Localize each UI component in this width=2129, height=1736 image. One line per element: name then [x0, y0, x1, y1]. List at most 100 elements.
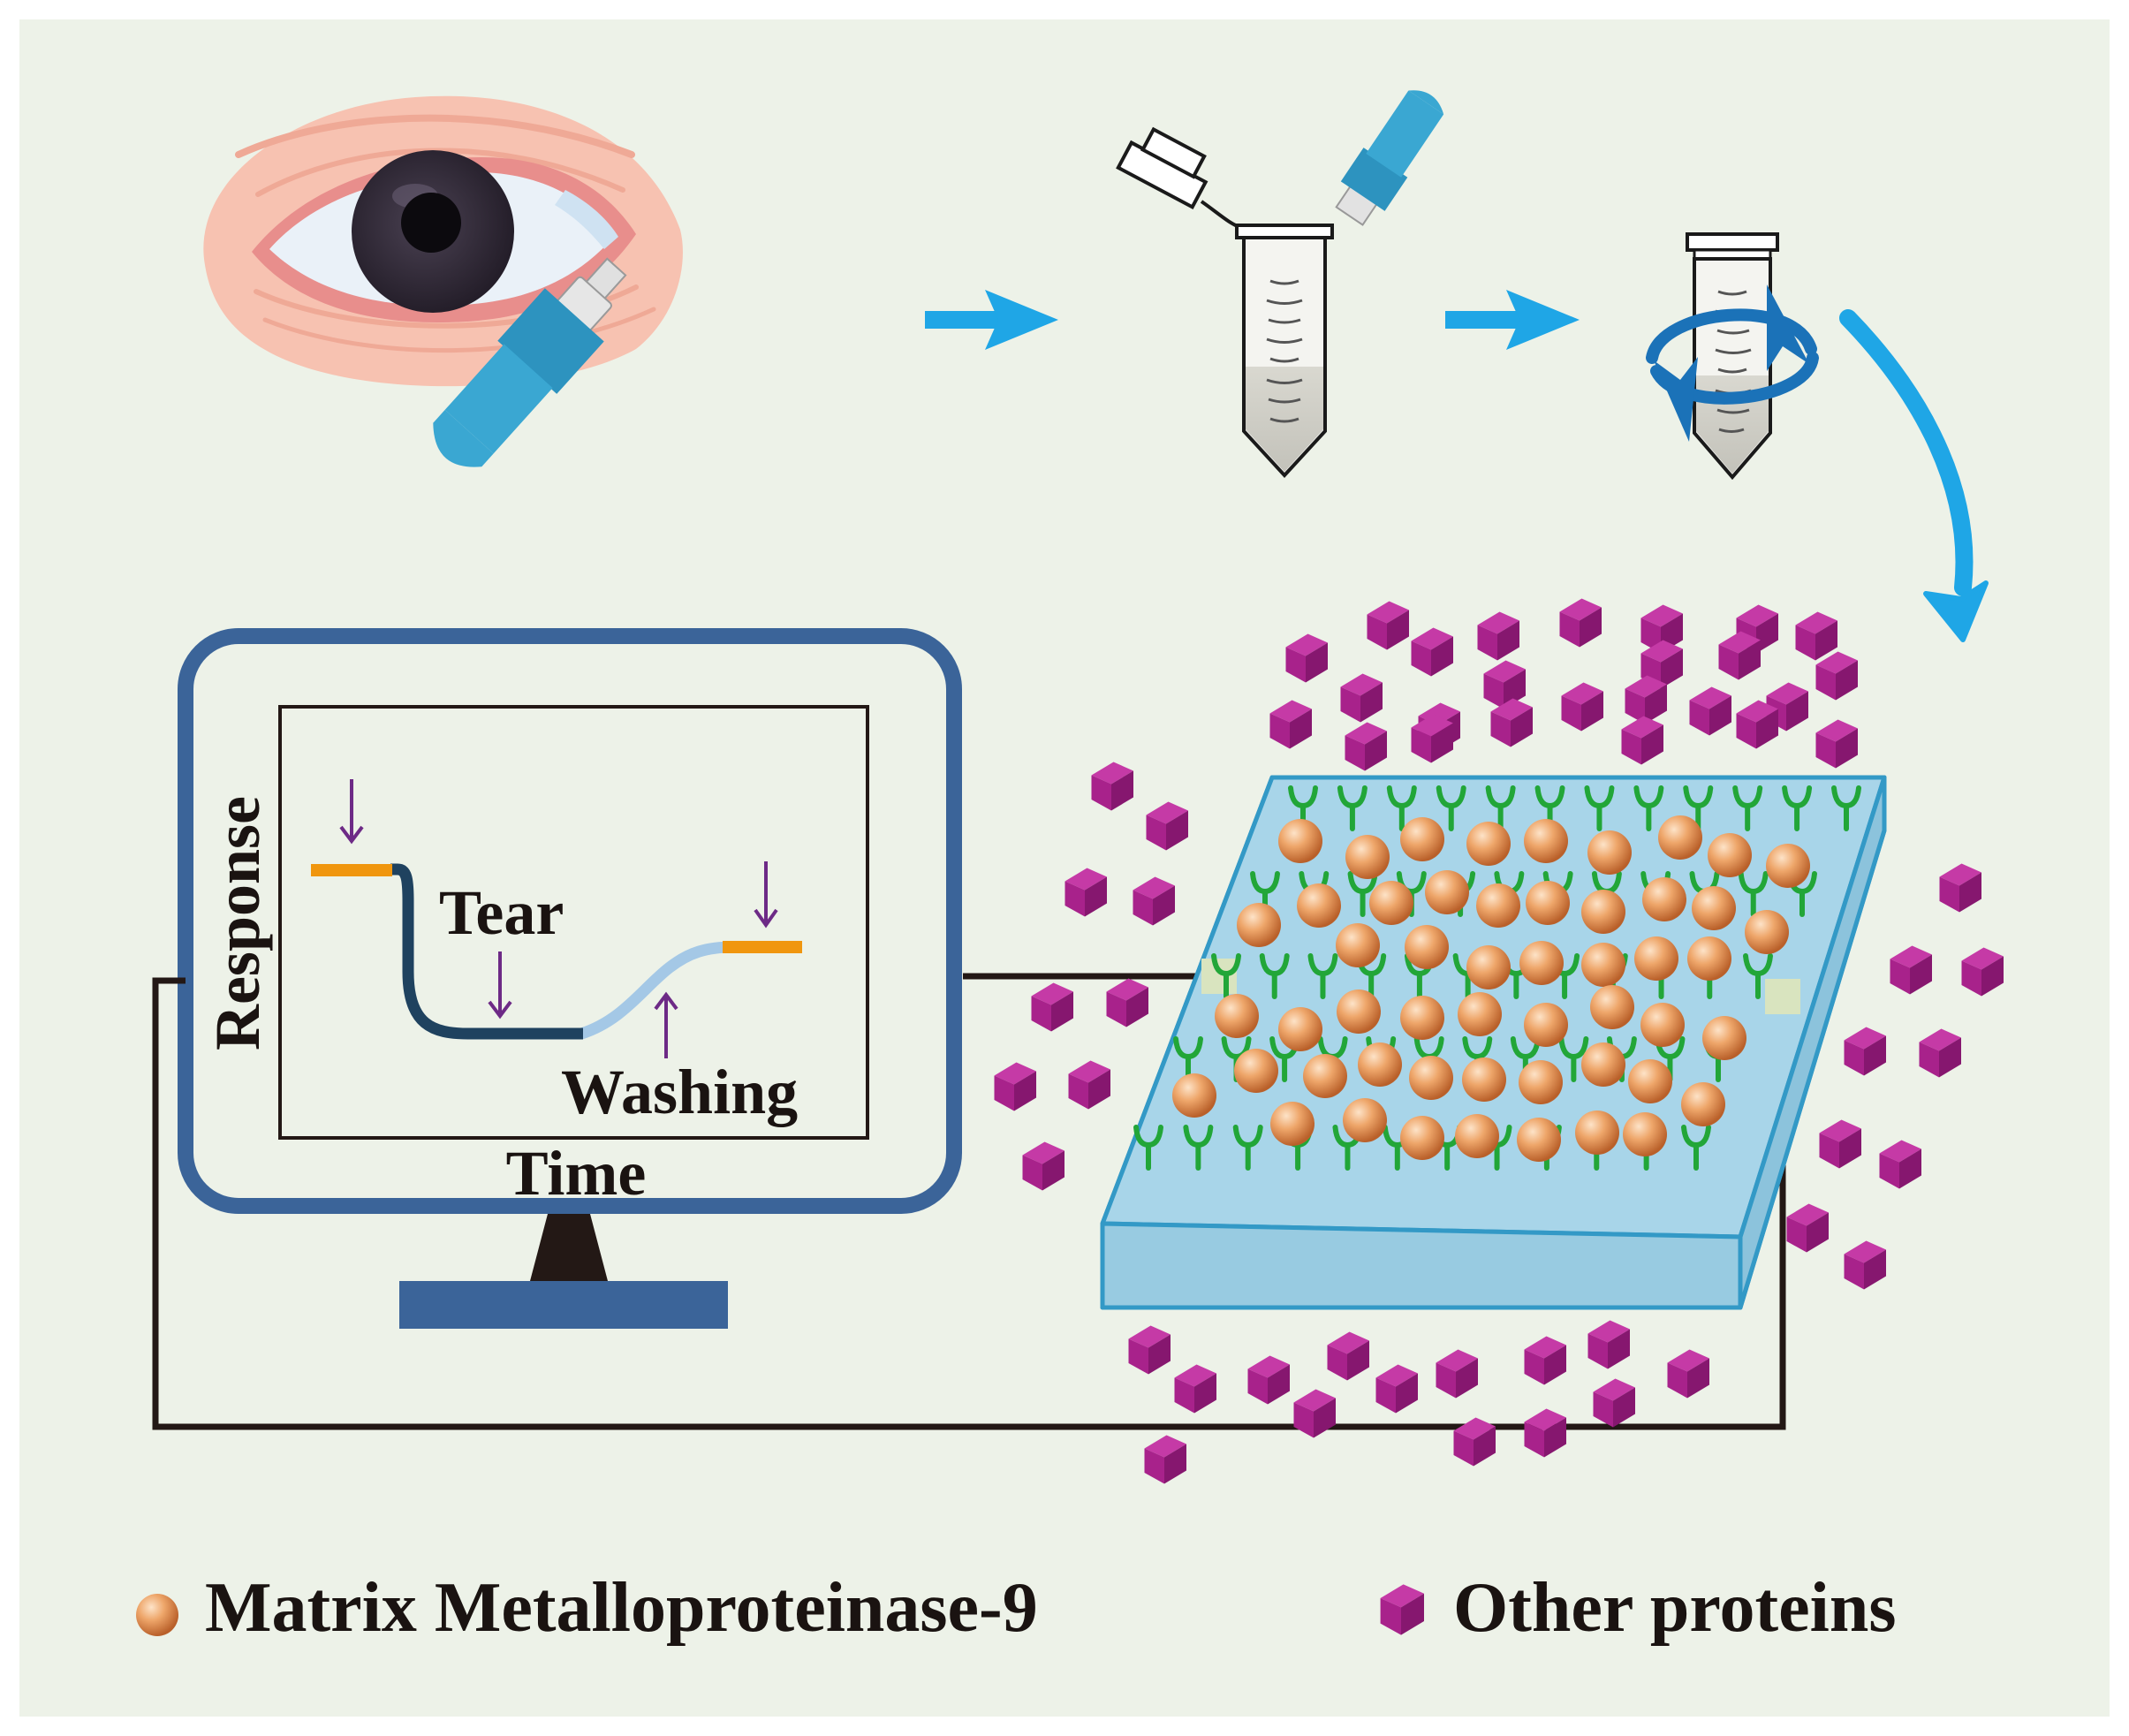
antibody-mark [1347, 871, 1378, 917]
protein-cube [1367, 601, 1409, 650]
baseline-end [723, 941, 802, 953]
antibody-mark [1743, 953, 1773, 999]
antibody-mark [1386, 785, 1417, 831]
antibody-mark [1633, 785, 1664, 831]
protein-cube [1559, 598, 1602, 648]
mmp9-particle [1369, 881, 1413, 925]
mmp9-particle [1526, 881, 1570, 925]
mmp9-particle [1692, 886, 1736, 930]
mmp9-particle [1524, 819, 1568, 863]
mmp9-particle [1270, 1102, 1315, 1146]
mmp9-particle [1455, 1114, 1499, 1158]
antibody-mark [1259, 953, 1290, 999]
protein-cube [1718, 631, 1761, 680]
mmp9-particle [1303, 1054, 1347, 1098]
protein-cube [1411, 714, 1453, 763]
mmp9-particle [1278, 1007, 1322, 1051]
protein-cube [1819, 1119, 1861, 1169]
protein-cube [1795, 611, 1837, 661]
antibody-mark [1183, 1125, 1214, 1171]
protein-cube [1961, 947, 2004, 997]
mmp9-particle [1297, 883, 1341, 928]
legend-mmp9-icon [136, 1594, 178, 1636]
protein-cube [1022, 1141, 1064, 1191]
protein-cube [1524, 1408, 1566, 1458]
mmp9-particle [1458, 992, 1502, 1036]
protein-cube [1483, 660, 1526, 709]
mmp9-particle [1476, 883, 1520, 928]
protein-cube [1625, 675, 1667, 724]
curved-flow-arrow [1839, 309, 1989, 642]
antibody-mark [1337, 785, 1368, 831]
mmp9-particle [1623, 1112, 1667, 1156]
mmp9-particle [1581, 1042, 1625, 1087]
protein-cube [1667, 1349, 1709, 1399]
protein-cube [1345, 722, 1387, 771]
antibody-mark [1738, 871, 1769, 917]
protein-cube [1640, 604, 1683, 654]
mmp9-particle [1400, 1116, 1444, 1160]
circuit-wire [152, 973, 1786, 1430]
protein-cube [1477, 611, 1519, 661]
protein-cube [1031, 982, 1073, 1032]
protein-cube [1786, 1203, 1829, 1253]
protein-cube [1436, 1349, 1478, 1399]
protein-cube [1293, 1389, 1336, 1438]
collection-swab-icon [433, 257, 627, 467]
protein-cube [1815, 651, 1858, 701]
protein-cube [1091, 762, 1133, 811]
washing-label: Washing [561, 1057, 798, 1127]
graph-y-axis-label: Response [202, 796, 273, 1050]
protein-cube [1919, 1028, 1961, 1078]
mmp9-particle [1234, 1049, 1278, 1093]
protein-cube [1490, 698, 1533, 747]
protein-cube [1736, 700, 1778, 749]
protein-cube [1247, 1355, 1290, 1405]
mmp9-particle [1519, 1060, 1563, 1104]
mmp9-particle [1358, 1042, 1402, 1087]
antibody-mark [1436, 785, 1466, 831]
baseline-start [311, 864, 392, 876]
protein-cube [1561, 682, 1603, 732]
protein-cube [1285, 633, 1328, 683]
protein-cube [1621, 716, 1663, 765]
electrode-pad-left [1201, 959, 1237, 994]
mmp9-particle [1517, 1118, 1561, 1162]
mmp9-particle [1702, 1016, 1746, 1060]
mmp9-particle [1405, 925, 1449, 969]
spinning-centrifuge-tube-icon [1646, 232, 1819, 481]
mmp9-particle [1278, 819, 1322, 863]
flow-arrow-1 [925, 290, 1058, 350]
other-proteins-layer [994, 598, 2004, 1484]
mmp9-particle [1640, 1003, 1685, 1047]
protein-cube [1133, 876, 1175, 926]
mmp9-particle [1634, 936, 1678, 981]
protein-cube [1453, 1417, 1496, 1467]
mmp9-particle [1524, 1003, 1568, 1047]
legend-mmp9-label: Matrix Metalloproteinase-9 [205, 1569, 1038, 1647]
protein-cube [1411, 627, 1453, 677]
mmp9-particle [1587, 830, 1632, 875]
protein-cube [1689, 686, 1731, 736]
protein-cube [1375, 1364, 1418, 1414]
flow-arrow-2 [1445, 290, 1580, 350]
mmp9-layer [1172, 815, 1810, 1162]
mmp9-particle [1581, 943, 1625, 987]
curve-wash [579, 941, 734, 1040]
protein-cube [1844, 1027, 1886, 1076]
monitor-icon [178, 628, 962, 1329]
mmp9-particle [1687, 936, 1731, 981]
curve-drop [390, 863, 583, 1040]
protein-cube [1146, 801, 1188, 851]
mmp9-particle [1237, 903, 1281, 947]
mmp9-particle [1400, 996, 1444, 1040]
mmp9-particle [1519, 941, 1564, 985]
protein-cube [1844, 1240, 1886, 1290]
mmp9-particle [1337, 989, 1381, 1034]
mmp9-particle [1658, 815, 1702, 860]
protein-cube [994, 1062, 1036, 1111]
mmp9-particle [1336, 923, 1380, 967]
protein-cube [1890, 945, 1932, 995]
protein-cube [1064, 868, 1107, 917]
